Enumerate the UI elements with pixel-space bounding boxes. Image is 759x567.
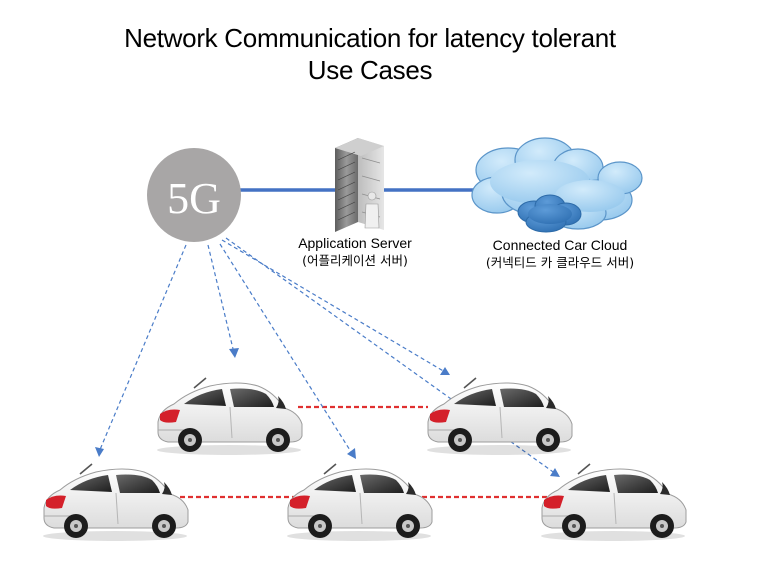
arrowhead-1 xyxy=(95,447,104,457)
arrowhead-5 xyxy=(550,468,560,477)
car-icon xyxy=(540,463,687,542)
arrowhead-2 xyxy=(229,348,239,358)
server-label-kr: (어플리케이션 서버) xyxy=(302,253,408,268)
server-label-en: Application Server xyxy=(298,235,412,251)
cloud-label-en: Connected Car Cloud xyxy=(492,237,628,253)
slide-title: Network Communication for latency tolera… xyxy=(60,22,680,86)
broadcast-arrow-2 xyxy=(207,244,235,354)
car-icon xyxy=(286,463,433,542)
arrowhead-3 xyxy=(347,448,356,459)
arrowhead-4 xyxy=(440,367,450,375)
cloud-label: Connected Car Cloud (커넥티드 카 클라우드 서버) xyxy=(455,236,665,272)
title-line-1: Network Communication for latency tolera… xyxy=(124,23,616,53)
cloud-label-kr: (커넥티드 카 클라우드 서버) xyxy=(485,255,635,270)
server-rack-icon xyxy=(335,138,384,232)
car-icon xyxy=(42,463,189,542)
car-icon xyxy=(156,377,303,456)
5g-node-icon: 5G xyxy=(147,148,241,242)
broadcast-arrow-4 xyxy=(221,239,446,373)
title-line-2: Use Cases xyxy=(307,55,433,85)
broadcast-arrow-1 xyxy=(98,244,187,453)
5g-node-label: 5G xyxy=(167,174,221,223)
server-label: Application Server (어플리케이션 서버) xyxy=(270,234,440,270)
car-icon xyxy=(426,377,573,456)
cloud-icon xyxy=(471,137,643,233)
